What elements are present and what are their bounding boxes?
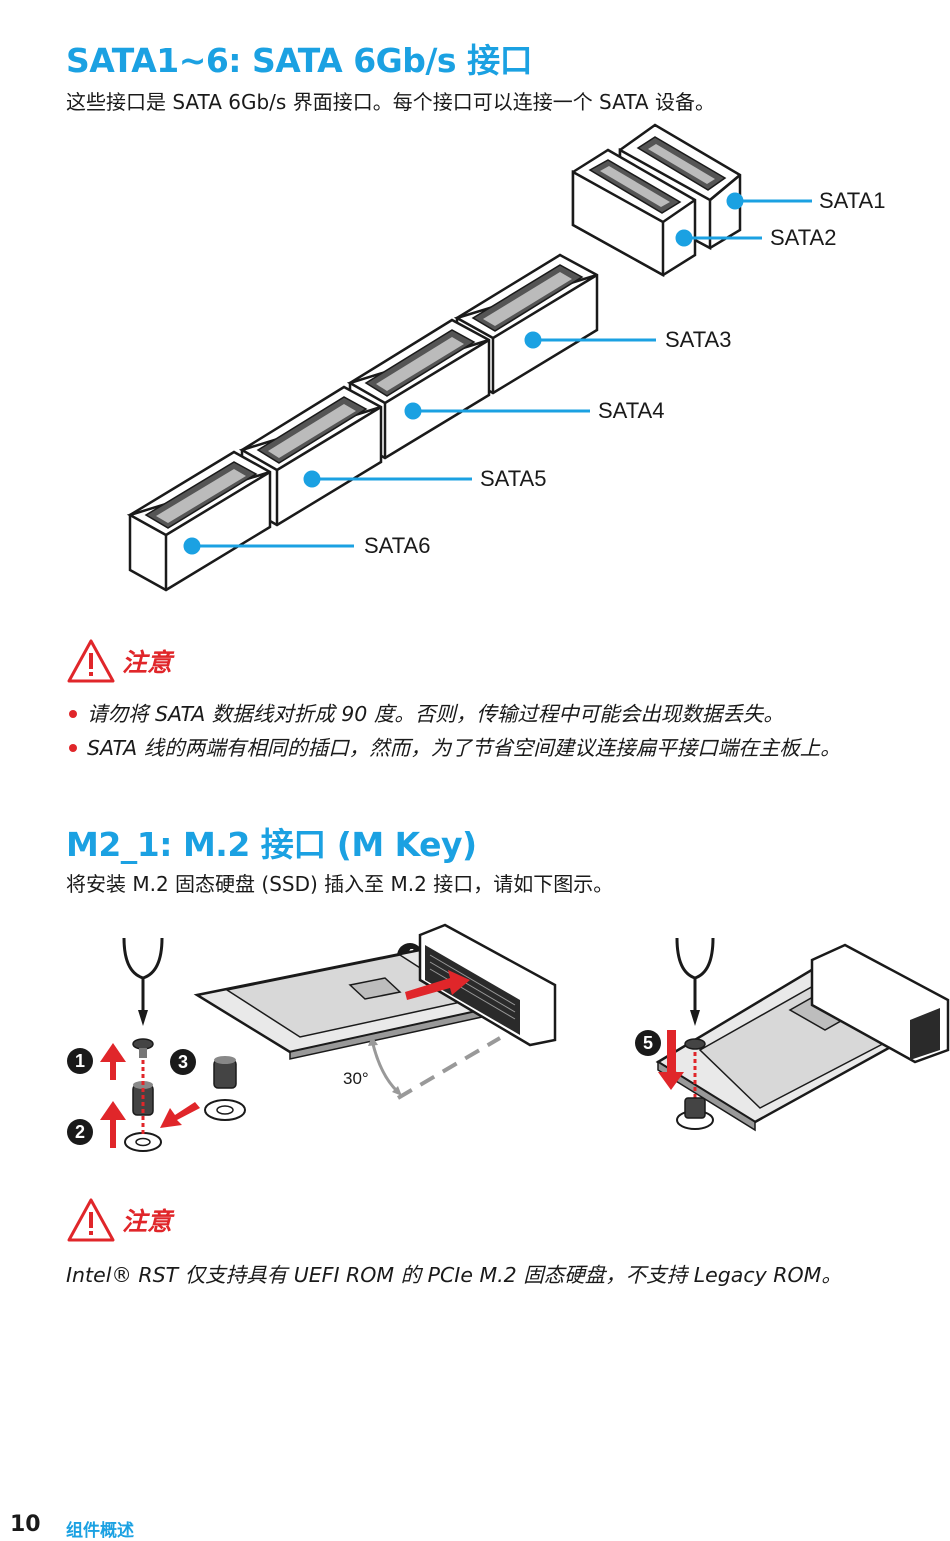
sata-section-title: SATA1~6: SATA 6Gb/s 接口 xyxy=(66,41,533,80)
sata6-connector xyxy=(126,450,272,592)
warning-triangle-icon xyxy=(67,639,115,683)
sata-warning-label: 注意 xyxy=(122,648,173,677)
page-number: 10 xyxy=(10,1512,41,1537)
sata3-label: SATA3 xyxy=(665,327,731,352)
step-2-badge: 2 xyxy=(75,1122,85,1142)
sata-warning-list: 请勿将 SATA 数据线对折成 90 度。否则，传输过程中可能会出现数据丢失。 … xyxy=(66,697,841,765)
step-3-badge: 3 xyxy=(178,1052,188,1072)
standoff-icon xyxy=(124,1060,162,1152)
m2-warning-label: 注意 xyxy=(122,1207,173,1236)
sata-connectors-diagram: SATA1 SATA2 SATA3 SATA4 SATA5 SATA6 xyxy=(126,123,885,592)
m2-installation-diagram: 1 2 3 4 5 30° xyxy=(67,923,950,1152)
m2-slot xyxy=(810,943,950,1064)
screw-icon xyxy=(676,1038,714,1130)
step-5-badge: 5 xyxy=(643,1033,653,1053)
sata4-label: SATA4 xyxy=(598,398,664,423)
warning-triangle-icon xyxy=(67,1198,115,1242)
screwdriver-icon xyxy=(675,937,715,1026)
screwdriver-icon xyxy=(122,937,164,1026)
sata4-connector xyxy=(346,318,491,460)
m2-warning-text: Intel® RST 仅支持具有 UEFI ROM 的 PCIe M.2 固态硬… xyxy=(66,1263,842,1287)
footer-section-name: 组件概述 xyxy=(66,1521,134,1541)
m2-section-description: 将安装 M.2 固态硬盘 (SSD) 插入至 M.2 接口，请如下图示。 xyxy=(66,872,614,896)
sata3-connector xyxy=(453,253,599,395)
m2-section-title: M2_1: M.2 接口 (M Key) xyxy=(66,825,477,864)
screw-icon xyxy=(132,1038,154,1058)
list-item: 请勿将 SATA 数据线对折成 90 度。否则，传输过程中可能会出现数据丢失。 xyxy=(66,697,841,731)
standoff-icon xyxy=(204,1056,246,1121)
step-1-badge: 1 xyxy=(75,1051,85,1071)
angle-label: 30° xyxy=(343,1069,369,1088)
sata-section-description: 这些接口是 SATA 6Gb/s 界面接口。每个接口可以连接一个 SATA 设备… xyxy=(66,90,715,114)
m2-slot xyxy=(418,923,557,1047)
sata5-label: SATA5 xyxy=(480,466,546,491)
sata2-connector xyxy=(571,148,697,278)
sata1-label: SATA1 xyxy=(819,188,885,213)
page-footer: 10 组件概述 xyxy=(0,1510,950,1541)
bullet-dot xyxy=(69,744,77,752)
sata5-connector xyxy=(238,385,383,527)
sata6-label: SATA6 xyxy=(364,533,430,558)
m2-warning-heading: 注意 xyxy=(66,1196,172,1244)
bullet-dot xyxy=(69,710,77,718)
list-item: SATA 线的两端有相同的插口，然而，为了节省空间建议连接扁平接口端在主板上。 xyxy=(66,731,841,765)
sata2-label: SATA2 xyxy=(770,225,836,250)
sata-warning-heading: 注意 xyxy=(66,637,172,685)
